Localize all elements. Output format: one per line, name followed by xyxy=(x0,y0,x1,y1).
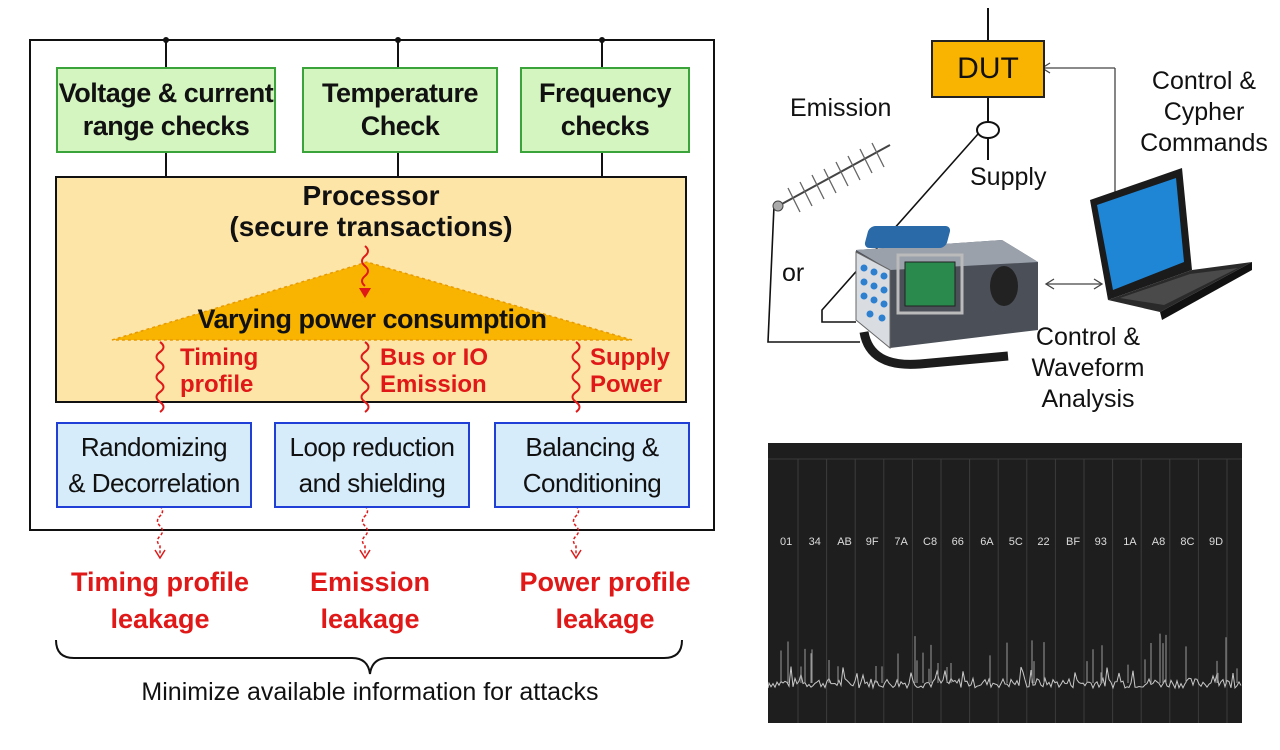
processor-title: Processor xyxy=(302,180,440,211)
byte-label: BF xyxy=(1066,536,1081,548)
footer-brace xyxy=(55,639,683,675)
left-connectors xyxy=(29,37,715,675)
byte-label-row: 01 34 AB 9F 7A C8 66 6A 5C 22 BF 93 1A A8 8C 9D xyxy=(768,536,1242,552)
byte-label: 01 xyxy=(780,536,793,548)
oscilloscope-icon xyxy=(855,226,1038,369)
supply-label: Supply xyxy=(970,163,1047,191)
or-label: or xyxy=(782,259,805,287)
outer-frame xyxy=(29,39,715,531)
byte-label: 34 xyxy=(808,536,821,548)
power-consumption-label: Varying power consumption xyxy=(197,304,547,334)
byte-label: 93 xyxy=(1094,536,1107,548)
dut-box: DUT xyxy=(931,40,1045,98)
emission-leakage-label: Emission leakage xyxy=(309,567,431,634)
footer-text: Minimize available information for attac… xyxy=(141,678,599,706)
power-triangle xyxy=(111,261,633,341)
supply-power-label: Supply Power xyxy=(590,344,671,398)
control-cypher-label: Control & Cypher Commands xyxy=(1140,67,1268,157)
timing-profile-label: Timing profile xyxy=(180,344,259,398)
byte-label: 9F xyxy=(865,536,879,548)
loop-reduction-box: Loop reduction and shielding xyxy=(274,422,470,508)
power-trace-panel: 01 34 AB 9F 7A C8 66 6A 5C 22 BF 93 1A A8 8C 9D xyxy=(768,443,1242,723)
antenna-icon xyxy=(772,142,891,213)
byte-label: C8 xyxy=(923,536,938,548)
emission-label: Emission xyxy=(790,94,892,122)
timing-leakage-label: Timing profile leakage xyxy=(70,567,249,634)
balancing-box: Balancing & Conditioning xyxy=(494,422,690,508)
byte-label: 66 xyxy=(951,536,964,548)
trace-drawing xyxy=(768,458,1242,723)
processor-subtitle: (secure transactions) xyxy=(229,211,513,242)
byte-label: 6A xyxy=(980,536,994,548)
control-waveform-label: Control & Waveform Analysis xyxy=(1031,323,1145,413)
laptop-icon xyxy=(1090,168,1252,320)
byte-label: 1A xyxy=(1123,536,1137,548)
byte-label: 7A xyxy=(894,536,908,548)
bus-io-emission-label: Bus or IO Emission xyxy=(380,344,489,398)
byte-label: 5C xyxy=(1008,536,1023,548)
power-leakage-label: Power profile leakage xyxy=(519,567,691,634)
byte-label: 9D xyxy=(1209,536,1224,548)
randomizing-box: Randomizing & Decorrelation xyxy=(56,422,252,508)
byte-label: 8C xyxy=(1180,536,1195,548)
byte-label: A8 xyxy=(1151,536,1166,548)
temperature-check-box: Temperature Check xyxy=(302,67,498,153)
byte-label: AB xyxy=(837,536,852,548)
frequency-check-box: Frequency checks xyxy=(520,67,690,153)
byte-label: 22 xyxy=(1037,536,1050,548)
test-setup-drawing xyxy=(767,8,1252,369)
voltage-current-check-box: Voltage & current range checks xyxy=(56,67,276,153)
